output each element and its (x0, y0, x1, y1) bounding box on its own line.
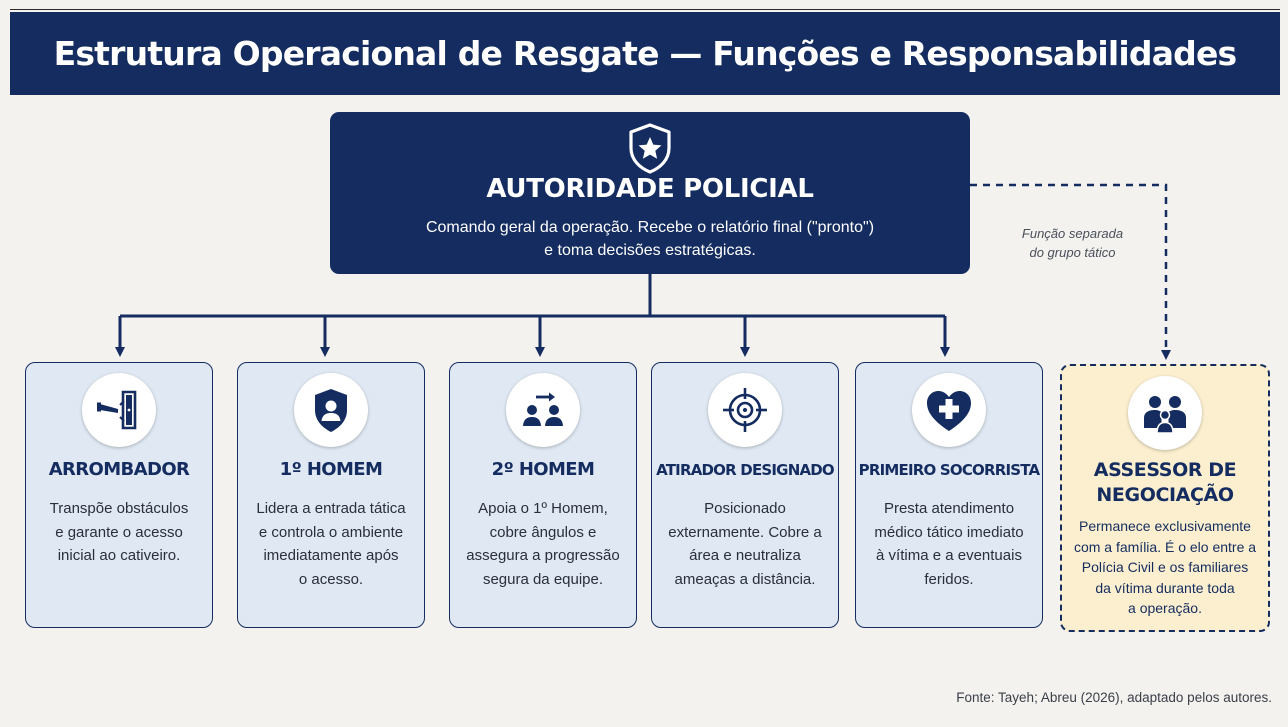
door-breach-icon (97, 390, 137, 430)
heart-cross-icon (927, 391, 971, 431)
assessor-card: ASSESSOR DE NEGOCIAÇÃO Permanece exclusi… (1060, 364, 1270, 632)
role-card-atirador-designado: ATIRADOR DESIGNADO Posicionado extername… (651, 362, 839, 628)
role-title: 2º HOMEM (491, 459, 595, 480)
page-title: Estrutura Operacional de Resgate — Funçõ… (53, 34, 1238, 73)
icon-badge (1128, 376, 1202, 450)
role-card-segundo-homem: 2º HOMEM Apoia o 1º Homem, cobre ângulos… (449, 362, 637, 628)
shield-star-icon (629, 123, 671, 174)
team-arrow-icon (523, 392, 563, 426)
source-caption: Fonte: Tayeh; Abreu (2026), adaptado pel… (956, 690, 1272, 705)
role-title: ATIRADOR DESIGNADO (656, 461, 835, 479)
authority-description: Comando geral da operação. Recebe o rela… (425, 219, 875, 259)
role-description: Transpõe obstáculos e garante o acesso i… (49, 500, 189, 564)
role-card-arrombador: ARROMBADOR Transpõe obstáculos e garante… (25, 362, 213, 628)
person-shield-icon (315, 389, 347, 432)
icon-badge (294, 373, 368, 447)
role-title: PRIMEIRO SOCORRISTA (858, 461, 1040, 479)
crosshair-icon (723, 388, 767, 432)
role-description: Apoia o 1º Homem, cobre ângulos e assegu… (466, 500, 620, 588)
authority-box: AUTORIDADE POLICIAL Comando geral da ope… (330, 112, 970, 274)
role-description: Posicionado externamente. Cobre a área e… (668, 500, 822, 588)
assessor-title: ASSESSOR DE NEGOCIAÇÃO (1093, 459, 1237, 506)
top-rule (10, 9, 1280, 10)
icon-badge (912, 373, 986, 447)
role-description: Lidera a entrada tática e controla o amb… (256, 500, 406, 588)
role-description: Presta atendimento médico tático imediat… (874, 500, 1024, 588)
dashed-link-assessor (970, 183, 1171, 360)
authority-title: AUTORIDADE POLICIAL (486, 174, 814, 204)
header-banner: Estrutura Operacional de Resgate — Funçõ… (10, 12, 1280, 95)
family-icon (1144, 396, 1186, 434)
role-title: 1º HOMEM (279, 459, 383, 480)
icon-badge (506, 373, 580, 447)
icon-badge (708, 373, 782, 447)
role-title: ARROMBADOR (48, 459, 190, 480)
side-note: Função separada do grupo tático (1021, 226, 1124, 260)
assessor-description: Permanece exclusivamente com a família. … (1073, 518, 1257, 616)
role-card-primeiro-homem: 1º HOMEM Lidera a entrada tática e contr… (237, 362, 425, 628)
role-card-primeiro-socorrista: PRIMEIRO SOCORRISTA Presta atendimento m… (855, 362, 1043, 628)
icon-badge (82, 373, 156, 447)
